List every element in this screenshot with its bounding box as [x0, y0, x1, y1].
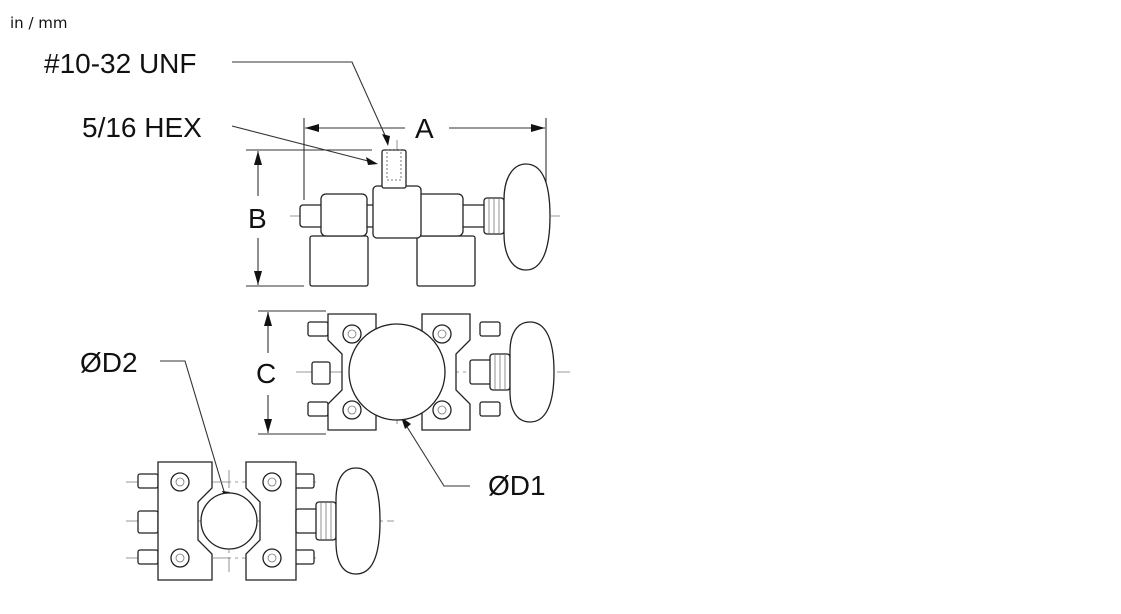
bottom-view — [126, 461, 394, 581]
thread-callout-label: #10-32 UNF — [44, 48, 197, 79]
dimension-c-label: C — [256, 358, 276, 389]
dimension-a-label: A — [415, 113, 434, 144]
dimension-b-label: B — [248, 203, 267, 234]
units-toggle[interactable]: in / mm — [10, 14, 68, 32]
hex-callout-label: 5/16 HEX — [82, 112, 202, 143]
d2-callout-label: ØD2 — [80, 347, 138, 378]
d1-callout-label: ØD1 — [488, 470, 546, 501]
side-view — [290, 140, 560, 287]
dimension-b: B — [246, 149, 372, 287]
top-view — [296, 313, 570, 431]
dimension-c: C — [256, 310, 326, 435]
